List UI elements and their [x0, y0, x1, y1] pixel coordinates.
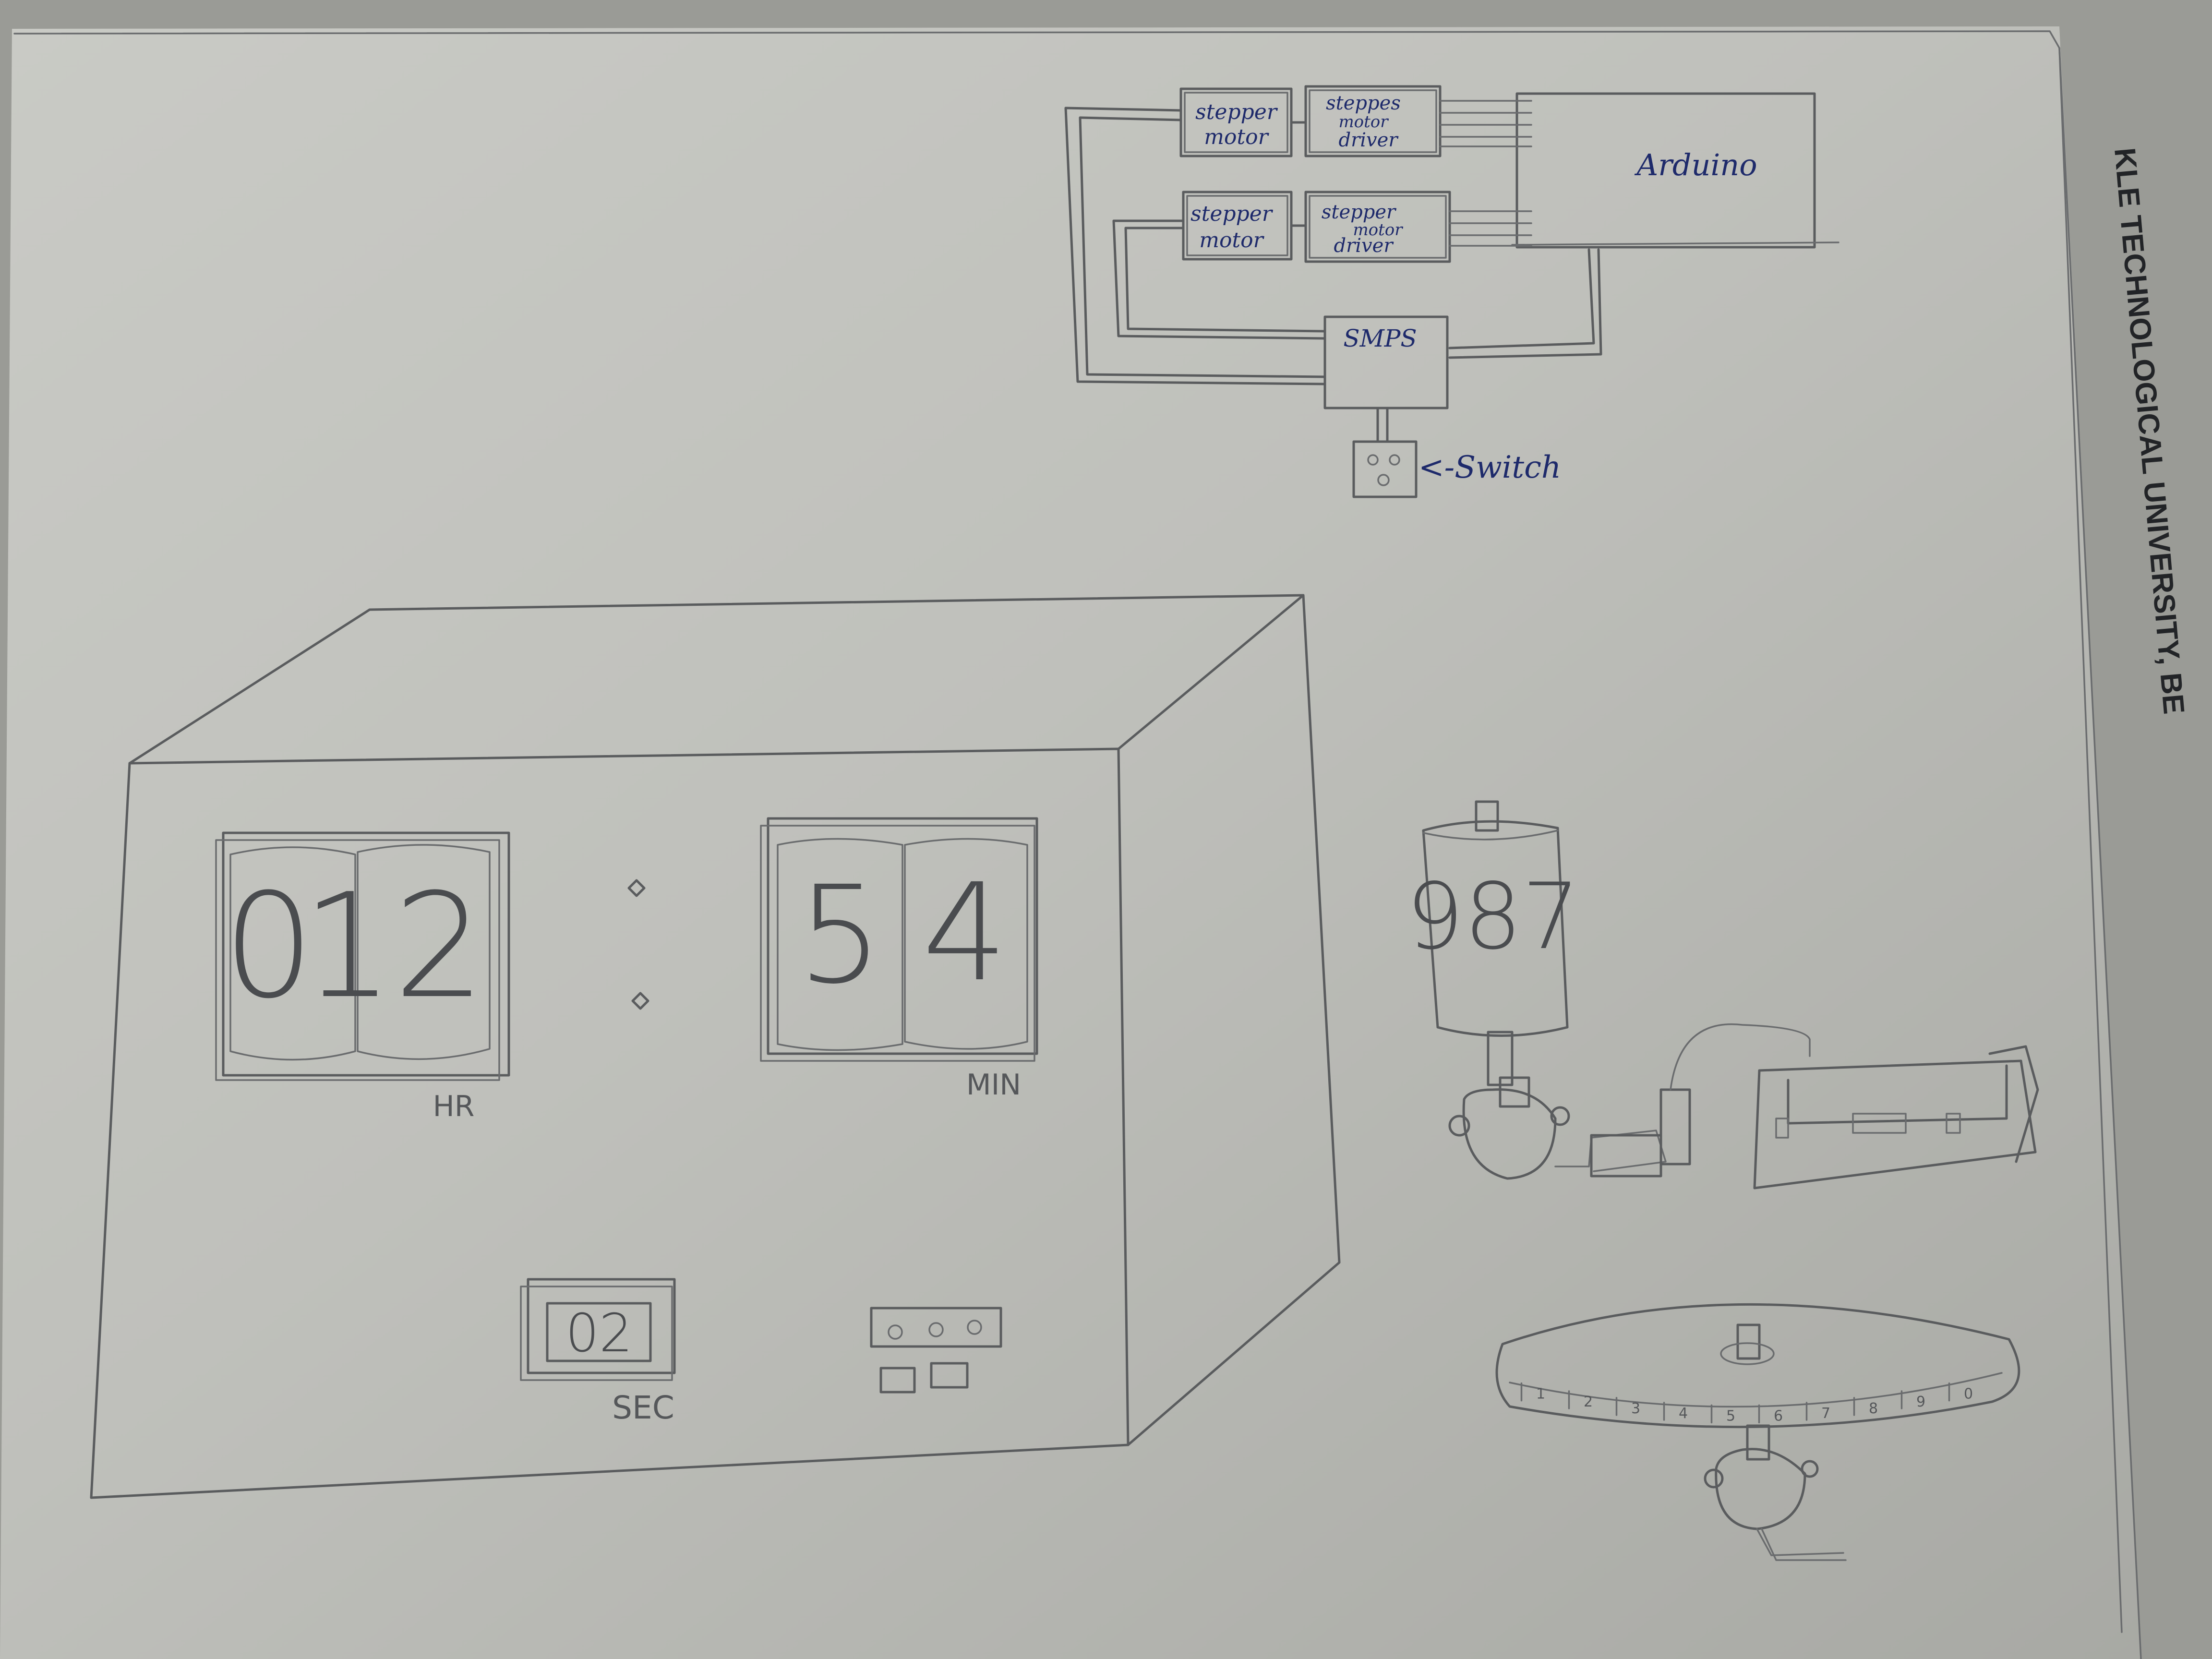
arduino-label: Arduino	[1634, 147, 1757, 182]
driver-1-label-line1: steppes	[1326, 92, 1401, 114]
motor-2-label-line1: stepper	[1190, 202, 1274, 226]
dial-number: 5	[1726, 1407, 1735, 1424]
motor-1-label-line1: stepper	[1195, 100, 1278, 124]
minute-label: MIN	[966, 1068, 1021, 1102]
dial-number: 3	[1631, 1400, 1640, 1417]
dial-number: 8	[1869, 1400, 1878, 1417]
dial-number: 1	[1536, 1386, 1545, 1403]
hour-digit-left: 0	[223, 863, 315, 1030]
driver-2-label-line3: driver	[1334, 235, 1395, 257]
motor-1-label-line2: motor	[1204, 125, 1269, 149]
hour-label: HR	[433, 1090, 475, 1123]
dial-number: 0	[1964, 1386, 1973, 1403]
university-header: KLE TECHNOLOGICAL UNIVERSITY, BE	[2108, 146, 2190, 715]
dial-number: 4	[1679, 1405, 1688, 1422]
driver-1-label-line2: motor	[1338, 112, 1389, 132]
hour-display: 0 12 HR	[216, 833, 509, 1123]
drum-number: 987	[1406, 864, 1580, 970]
smps-label: SMPS	[1343, 325, 1417, 352]
seconds-value: 02	[565, 1302, 633, 1364]
paper-sheet	[0, 26, 2141, 1659]
switch-label: <-Switch	[1419, 450, 1561, 485]
dial-number: 9	[1916, 1394, 1925, 1410]
hour-digit-right: 12	[302, 863, 485, 1030]
motor-2-label-line2: motor	[1199, 228, 1264, 252]
minute-digit-left: 5	[797, 857, 883, 1014]
minute-digit-right: 4	[922, 855, 1008, 1011]
dial-number: 6	[1774, 1407, 1783, 1424]
seconds-label: SEC	[612, 1389, 674, 1426]
driver-1-label-line3: driver	[1339, 129, 1399, 151]
dial-number: 7	[1821, 1405, 1830, 1422]
dial-number: 2	[1584, 1394, 1593, 1410]
